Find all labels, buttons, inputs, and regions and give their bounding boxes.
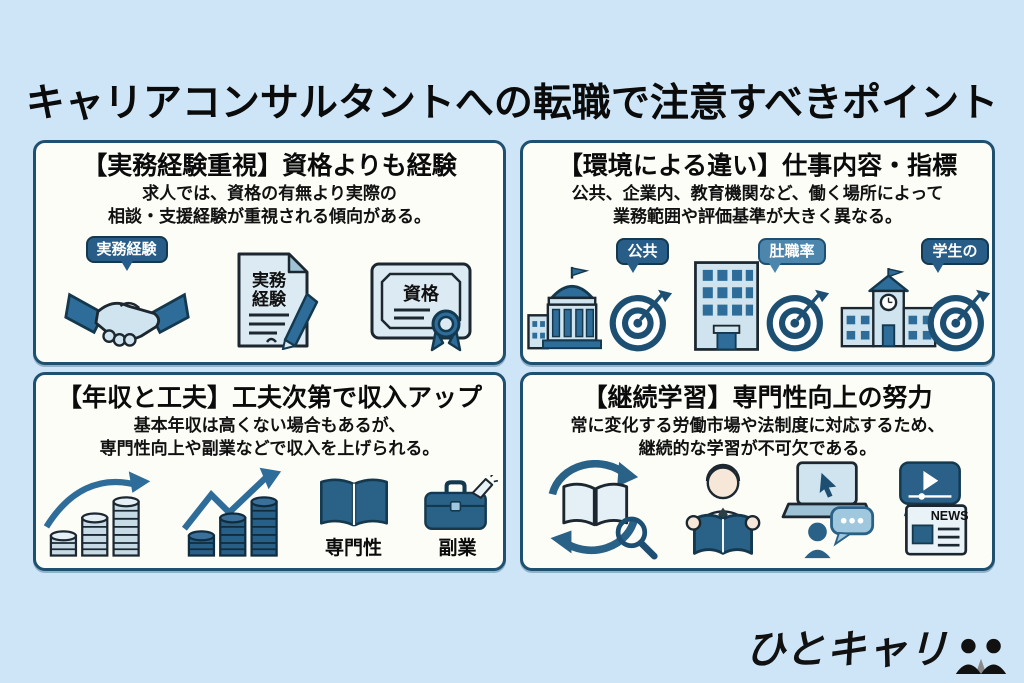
card-heading: 【環境による違い】仕事内容・指標 (557, 152, 958, 180)
document-label-line1: 実務 (252, 270, 287, 290)
employment-rate-bubble: 肚職率 (758, 238, 826, 273)
card-practical-experience: 【実務経験重視】資格よりも経験 求人では、資格の有無より実際の 相談・支援経験が… (33, 140, 506, 365)
certificate-icon: 資格 (370, 262, 471, 352)
card-continuous-learning: 【継続学習】専門性向上の努力 常に変化する労働市場や法制度に対応するため、 継続… (520, 372, 995, 571)
expertise-label: 専門性 (324, 538, 382, 559)
brand-logo-text: ひとキャリ (745, 628, 949, 672)
icon-row: 専門性 副業 (36, 466, 503, 560)
book-refresh-icon (548, 460, 658, 560)
open-book-icon (319, 478, 388, 527)
target-icon (927, 289, 990, 352)
card-heading: 【実務経験重視】資格よりも経験 (82, 152, 457, 180)
company-group: 肚職率 (682, 238, 832, 354)
coins-growth-light-icon (43, 471, 150, 557)
coins-growth-dark-group (179, 466, 291, 560)
card-body-line1: 常に変化する労働市場や法制度に対応するため、 (570, 415, 945, 435)
document-label-line2: 経験 (252, 289, 287, 309)
icon-row: 公共 (523, 238, 992, 354)
learning-icons-cluster: NEWS (539, 460, 977, 560)
page-title: キャリアコンサルタントへの転職で注意すべきポイント (25, 82, 999, 125)
school-icon (840, 268, 936, 348)
card-heading: 【継続学習】専門性向上の努力 (582, 384, 933, 412)
card-body: 常に変化する労働市場や法制度に対応するため、 継続的な学習が不可欠である。 (523, 415, 992, 461)
certificate-group: 資格 (365, 258, 483, 354)
two-people-icon (955, 638, 1007, 674)
card-body-line2: 相談・支援経験が重視される傾向がある。 (108, 206, 431, 226)
public-sector-group: 公共 (525, 238, 675, 354)
card-body: 公共、企業内、教育機関など、働く場所によって 業務範囲や評価基準が大きく異なる。 (523, 183, 992, 229)
target-icon (609, 289, 672, 352)
newspaper-icon: NEWS (904, 504, 968, 556)
target-icon (766, 289, 829, 352)
side-job-label: 副業 (438, 538, 477, 559)
icon-row: 実務経験 実務 経験 (36, 236, 503, 354)
briefcase-icon (423, 475, 498, 530)
side-job-group: 副業 (417, 475, 499, 560)
public-bubble: 公共 (616, 238, 669, 273)
expertise-group: 専門性 (317, 475, 391, 560)
card-body-line1: 求人では、資格の有無より実際の (142, 183, 397, 203)
handshake-icon (63, 292, 190, 347)
card-body-line2: 専門性向上や副業などで収入を上げられる。 (99, 438, 440, 458)
card-environment-difference: 【環境による違い】仕事内容・指標 公共、企業内、教育機関など、働く場所によって … (520, 140, 995, 365)
card-body-line2: 業務範囲や評価基準が大きく異なる。 (613, 206, 902, 226)
document-icon: 実務 経験 (237, 252, 318, 350)
card-heading: 【年収と工夫】工夫次第で収入アップ (56, 384, 482, 412)
news-label: NEWS (930, 509, 968, 523)
handshake-group: 実務経験 (57, 236, 197, 354)
certificate-label: 資格 (403, 283, 440, 304)
card-body: 基本年収は高くない場合もあるが、 専門性向上や副業などで収入を上げられる。 (36, 415, 503, 461)
school-group: 学生の (839, 238, 991, 354)
chat-person-icon (803, 506, 874, 559)
card-body-line2: 継続的な学習が不可欠である。 (638, 438, 877, 458)
card-income: 【年収と工夫】工夫次第で収入アップ 基本年収は高くない場合もあるが、 専門性向上… (33, 372, 506, 571)
icon-row: NEWS (523, 460, 992, 560)
card-body: 求人では、資格の有無より実際の 相談・支援経験が重視される傾向がある。 (36, 183, 503, 229)
government-building-icon (526, 266, 602, 350)
coins-growth-light-group (41, 466, 153, 560)
office-building-icon (693, 261, 759, 351)
coins-growth-dark-icon (181, 467, 281, 557)
document-group: 実務 経験 (231, 250, 331, 354)
card-body-line1: 基本年収は高くない場合もあるが、 (133, 415, 406, 435)
person-reading-icon (685, 463, 760, 555)
card-body-line1: 公共、企業内、教育機関など、働く場所によって (571, 183, 944, 203)
brand-logo: ひとキャリ (745, 617, 1008, 675)
experience-bubble: 実務経験 (85, 236, 168, 271)
students-bubble: 学生の (921, 238, 989, 273)
